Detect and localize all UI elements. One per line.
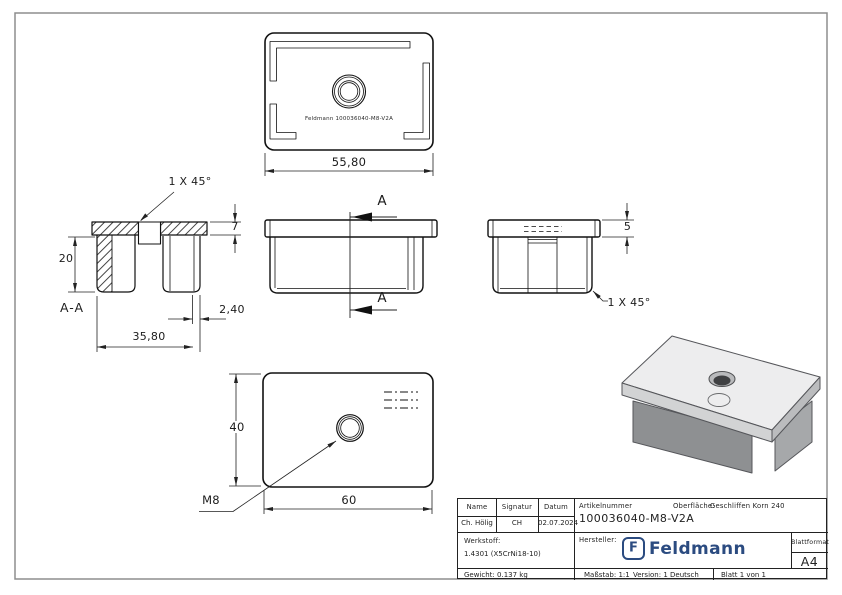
bottom-view <box>199 372 434 514</box>
name-value: Ch. Hölig <box>461 519 493 527</box>
dim-side-flange-height: 5 <box>620 221 635 233</box>
feldmann-logo-text: Feldmann <box>649 539 747 559</box>
blattformat-value: A4 <box>800 554 819 569</box>
grid-line <box>791 532 792 568</box>
blatt-value: Blatt 1 von 1 <box>721 570 766 579</box>
top-view <box>264 32 434 176</box>
gewicht-value: Gewicht: 0.137 kg <box>464 570 528 579</box>
grid-line <box>458 516 574 517</box>
thread-hole-bottom <box>336 414 364 442</box>
iso-3d-view <box>621 335 821 474</box>
grid-line <box>458 568 828 569</box>
grid-line <box>574 499 575 580</box>
artikelnummer-value: 100036040-M8-V2A <box>579 512 695 525</box>
dim-section-flange-height: 7 <box>231 220 239 233</box>
oberflaeche-value: Geschliffen Korn 240 <box>710 502 785 510</box>
oberflaeche-label: Oberfläche: <box>673 502 715 510</box>
werkstoff-label: Werkstoff: <box>464 537 501 545</box>
dim-bottom-width: 60 <box>341 493 357 507</box>
datum-header: Datum <box>544 503 568 511</box>
feldmann-logo-icon: F <box>622 537 645 560</box>
sheet-frame <box>14 12 828 580</box>
cut-label-bottom: A <box>377 290 387 306</box>
name-header: Name <box>466 503 488 511</box>
version-value: Version: 1 <box>633 570 668 579</box>
massstab-value: Maßstab: 1:1 <box>584 570 630 579</box>
front-view <box>264 212 438 318</box>
section-label: A-A <box>59 300 85 315</box>
signatur-value: CH <box>511 519 523 527</box>
thread-hole-section <box>137 221 162 245</box>
side-view <box>487 203 634 302</box>
signatur-header: Signatur <box>501 503 533 511</box>
hersteller-label: Hersteller: <box>579 536 617 544</box>
dim-section-height: 20 <box>58 252 74 265</box>
grid-line <box>538 499 539 532</box>
werkstoff-value: 1.4301 (X5CrNi18-10) <box>464 550 541 558</box>
sprache-value: Deutsch <box>670 570 699 579</box>
grid-line <box>458 532 828 533</box>
dim-bottom-height: 40 <box>225 421 249 433</box>
grid-line <box>496 499 497 532</box>
thread-hole-top <box>331 74 367 109</box>
part-face-engraving: Feldmann 100036040-M8-V2A <box>304 116 394 122</box>
dim-section-chamfer: 1 X 45° <box>168 175 212 188</box>
grid-line <box>713 568 714 580</box>
blattformat-label: Blattformat <box>791 539 830 546</box>
section-view <box>68 191 241 352</box>
dim-side-chamfer: 1 X 45° <box>607 296 651 309</box>
dim-section-width: 35,80 <box>132 330 166 343</box>
thread-size-label: M8 <box>202 493 220 507</box>
title-block: Name Signatur Datum Ch. Hölig CH 02.07.2… <box>457 498 830 580</box>
artikelnummer-label: Artikelnummer <box>579 502 633 510</box>
cut-label-top: A <box>377 193 387 209</box>
datum-value: 02.07.2024 <box>538 519 579 527</box>
grid-line <box>791 552 828 553</box>
feldmann-logo-letter: F <box>629 540 638 556</box>
dim-top-width: 55,80 <box>331 155 367 169</box>
dim-section-wall: 2,40 <box>219 303 245 316</box>
